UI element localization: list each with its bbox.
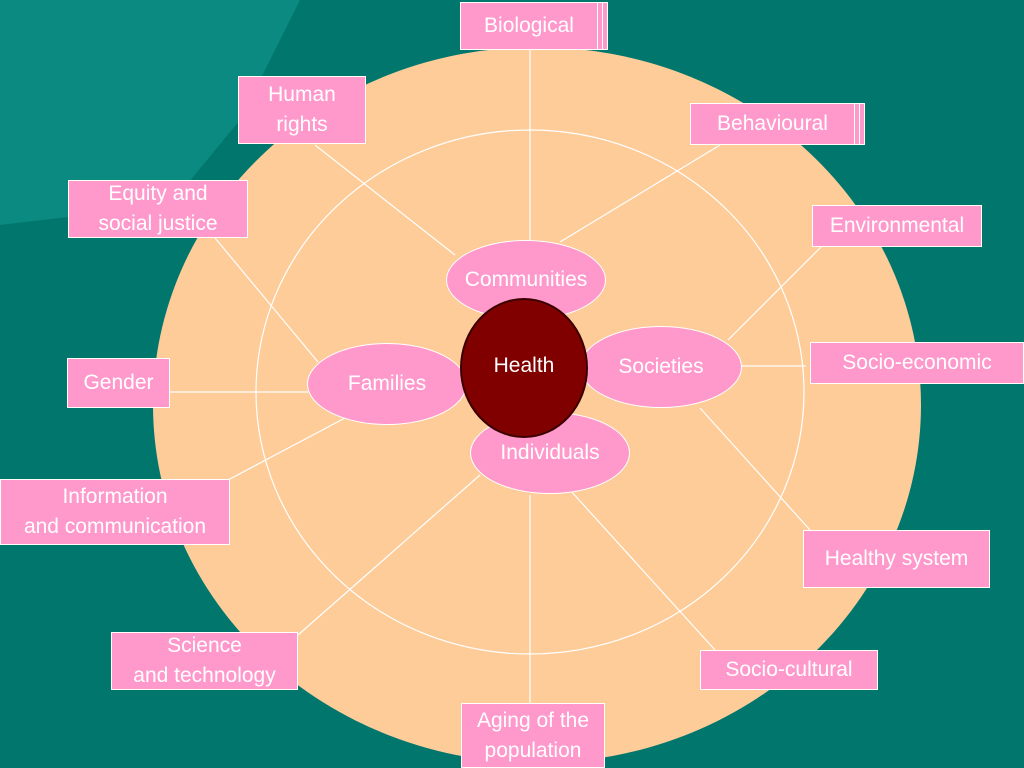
factor-environmental: Environmental [812,205,982,247]
spoke-behavioural [559,144,721,243]
factor-science-technology: Science and technology [111,632,298,690]
oval-societies: Societies [580,326,742,408]
factor-human-rights: Human rights [238,76,366,144]
factor-biological: Biological [460,2,598,50]
factor-socio-cultural: Socio-cultural [700,650,878,690]
oval-families: Families [307,343,467,425]
background-highlight [0,0,300,225]
factor-information-communication: Information and communication [0,479,230,545]
spoke-equity [214,237,319,363]
factor-gender: Gender [67,358,170,408]
factor-socio-economic: Socio-economic [810,342,1024,384]
spoke-information [227,417,346,481]
spoke-human-rights [314,144,456,256]
spoke-science [297,474,481,636]
spoke-environmental [727,245,823,341]
center-health: Health [460,298,588,438]
factor-aging-population: Aging of the population [461,703,605,768]
spoke-socio-cultural [569,489,716,651]
center-health-label: Health [493,354,555,377]
spoke-lines [170,50,823,705]
factor-behavioural: Behavioural [690,103,855,145]
factor-healthy-system: Healthy system [803,530,990,588]
spoke-healthy-system [699,407,811,531]
factor-equity-social-justice: Equity and social justice [68,180,248,238]
